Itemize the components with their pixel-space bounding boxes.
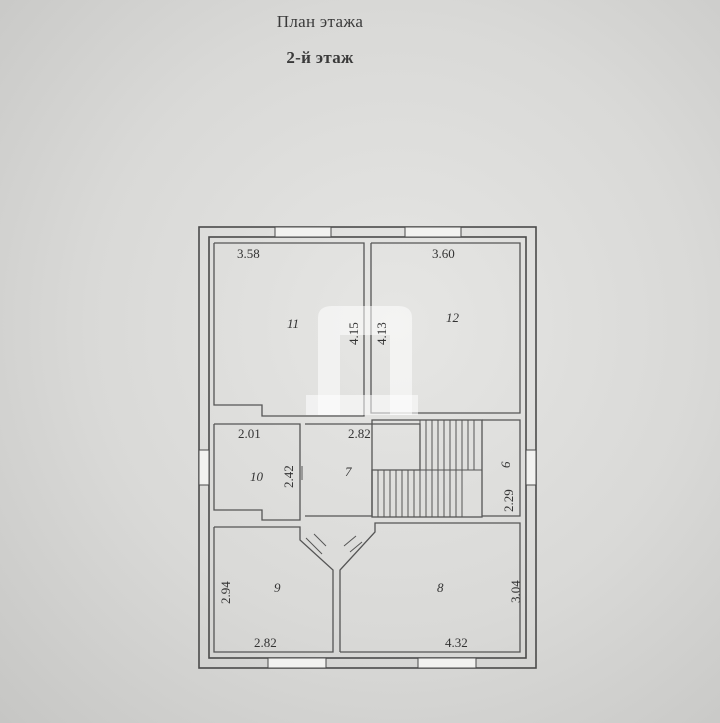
plan-title: План этажа (276, 12, 364, 31)
watermark-logo (306, 306, 418, 415)
dim-hall7-width: 2.82 (348, 426, 371, 441)
room-12-walls (370, 242, 521, 414)
staircase (371, 419, 483, 518)
window-bottom-right (417, 657, 477, 669)
stair-steps (377, 420, 482, 517)
floor-subtitle: 2-й этаж (286, 48, 354, 67)
room-label-10: 10 (250, 469, 264, 484)
dim-room9-height: 2.94 (218, 581, 233, 604)
window-left (198, 449, 210, 486)
dim-room11-height: 4.15 (346, 322, 361, 345)
dim-room8-width: 4.32 (445, 635, 468, 650)
room-label-11: 11 (287, 316, 299, 331)
dim-room10-height: 2.42 (281, 465, 296, 488)
outer-wall-inner (208, 236, 527, 659)
room-10-walls (213, 423, 301, 521)
dim-room10-width: 2.01 (238, 426, 261, 441)
room-label-7: 7 (345, 464, 352, 479)
window-right (525, 449, 537, 486)
room-6-walls (482, 419, 521, 517)
outer-wall-outer (198, 226, 537, 669)
dim-room12-width: 3.60 (432, 246, 455, 261)
dim-room12-height: 4.13 (374, 322, 389, 345)
dim-room6-height: 2.29 (501, 489, 516, 512)
room-label-12: 12 (446, 310, 460, 325)
room-9-walls (213, 526, 334, 653)
dim-room11-width: 3.58 (237, 246, 260, 261)
door-marks (301, 466, 363, 555)
dim-room9-width: 2.82 (254, 635, 277, 650)
room-8-walls (339, 522, 521, 653)
room-label-9: 9 (274, 580, 281, 595)
room-label-8: 8 (437, 580, 444, 595)
window-top-left (274, 226, 332, 238)
window-top-right (404, 226, 462, 238)
dim-room8-height: 3.04 (508, 580, 523, 603)
window-bottom-left (267, 657, 327, 669)
room-label-6: 6 (498, 461, 513, 468)
room-11-walls (213, 242, 365, 417)
